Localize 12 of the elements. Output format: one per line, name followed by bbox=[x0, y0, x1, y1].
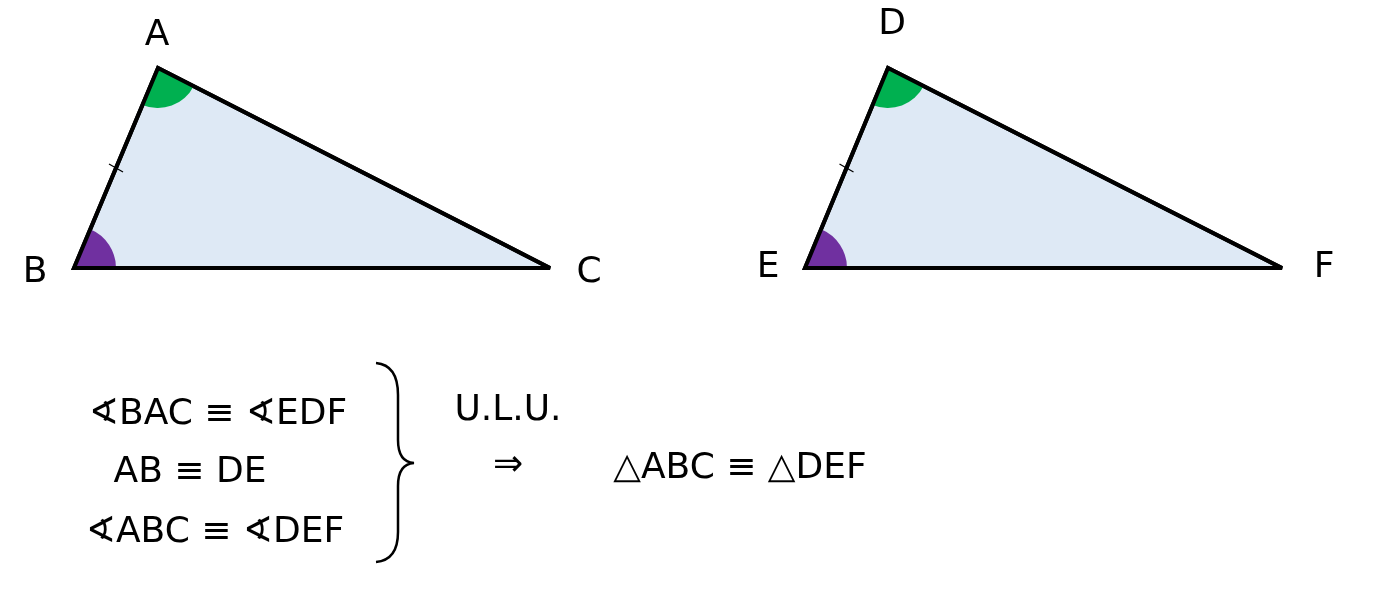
criterion-label: U.L.U. bbox=[454, 388, 562, 428]
vertex-label: D bbox=[878, 2, 906, 42]
equation: AB ≡ DE bbox=[113, 450, 267, 490]
equation: ∢ABC ≡ ∢DEF bbox=[85, 510, 345, 550]
vertex-label: A bbox=[144, 13, 170, 53]
vertex-label: B bbox=[22, 250, 48, 290]
equation: ∢BAC ≡ ∢EDF bbox=[88, 392, 348, 432]
equation: △ABC ≡ △DEF bbox=[613, 446, 867, 486]
implies-symbol: ⇒ bbox=[492, 443, 524, 483]
vertex-label: C bbox=[576, 250, 602, 290]
vertex-label: F bbox=[1313, 245, 1335, 285]
vertex-label: E bbox=[756, 245, 780, 285]
